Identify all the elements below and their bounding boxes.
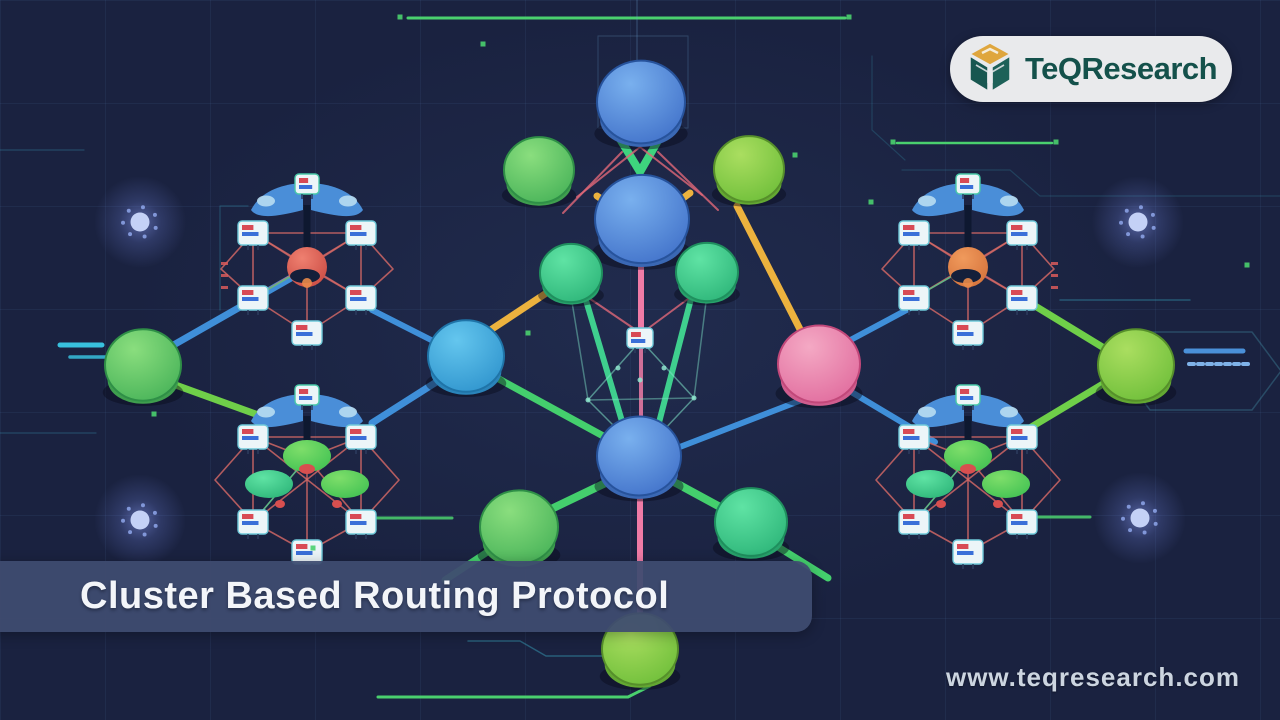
node-mid-right-green xyxy=(674,241,740,306)
relay-devices xyxy=(626,327,654,353)
node-center-blue xyxy=(592,173,692,270)
cluster-top-left xyxy=(220,173,394,350)
page-title: Cluster Based Routing Protocol xyxy=(80,575,670,617)
cluster-top-right xyxy=(881,173,1055,350)
node-far-right-green xyxy=(1095,328,1177,407)
glow-orbs xyxy=(94,176,1186,566)
logo-text: TeQResearch xyxy=(1025,51,1218,86)
cluster-bottom-left xyxy=(214,384,400,569)
node-upper-right-green xyxy=(711,135,787,207)
node-bottom-green xyxy=(599,612,681,691)
cube-logo-icon xyxy=(968,42,1012,93)
node-top-blue xyxy=(594,59,688,150)
node-left-blue xyxy=(425,319,507,398)
teqresearch-logo: TeQResearch xyxy=(950,36,1232,102)
node-far-left-green xyxy=(102,328,184,407)
circuit-decor xyxy=(0,0,1280,699)
cluster-bottom-right xyxy=(875,384,1061,569)
node-bottom-center-blue xyxy=(594,415,684,502)
node-mid-left-green xyxy=(538,242,604,307)
node-right-pink xyxy=(775,324,863,409)
accent-dots xyxy=(151,14,1250,551)
website-url: www.teqresearch.com xyxy=(945,662,1240,692)
node-upper-left-green xyxy=(501,136,577,208)
title-banner: Cluster Based Routing Protocol xyxy=(0,561,812,632)
node-bottom-left-green xyxy=(477,489,561,570)
node-bottom-right-green xyxy=(712,487,790,561)
